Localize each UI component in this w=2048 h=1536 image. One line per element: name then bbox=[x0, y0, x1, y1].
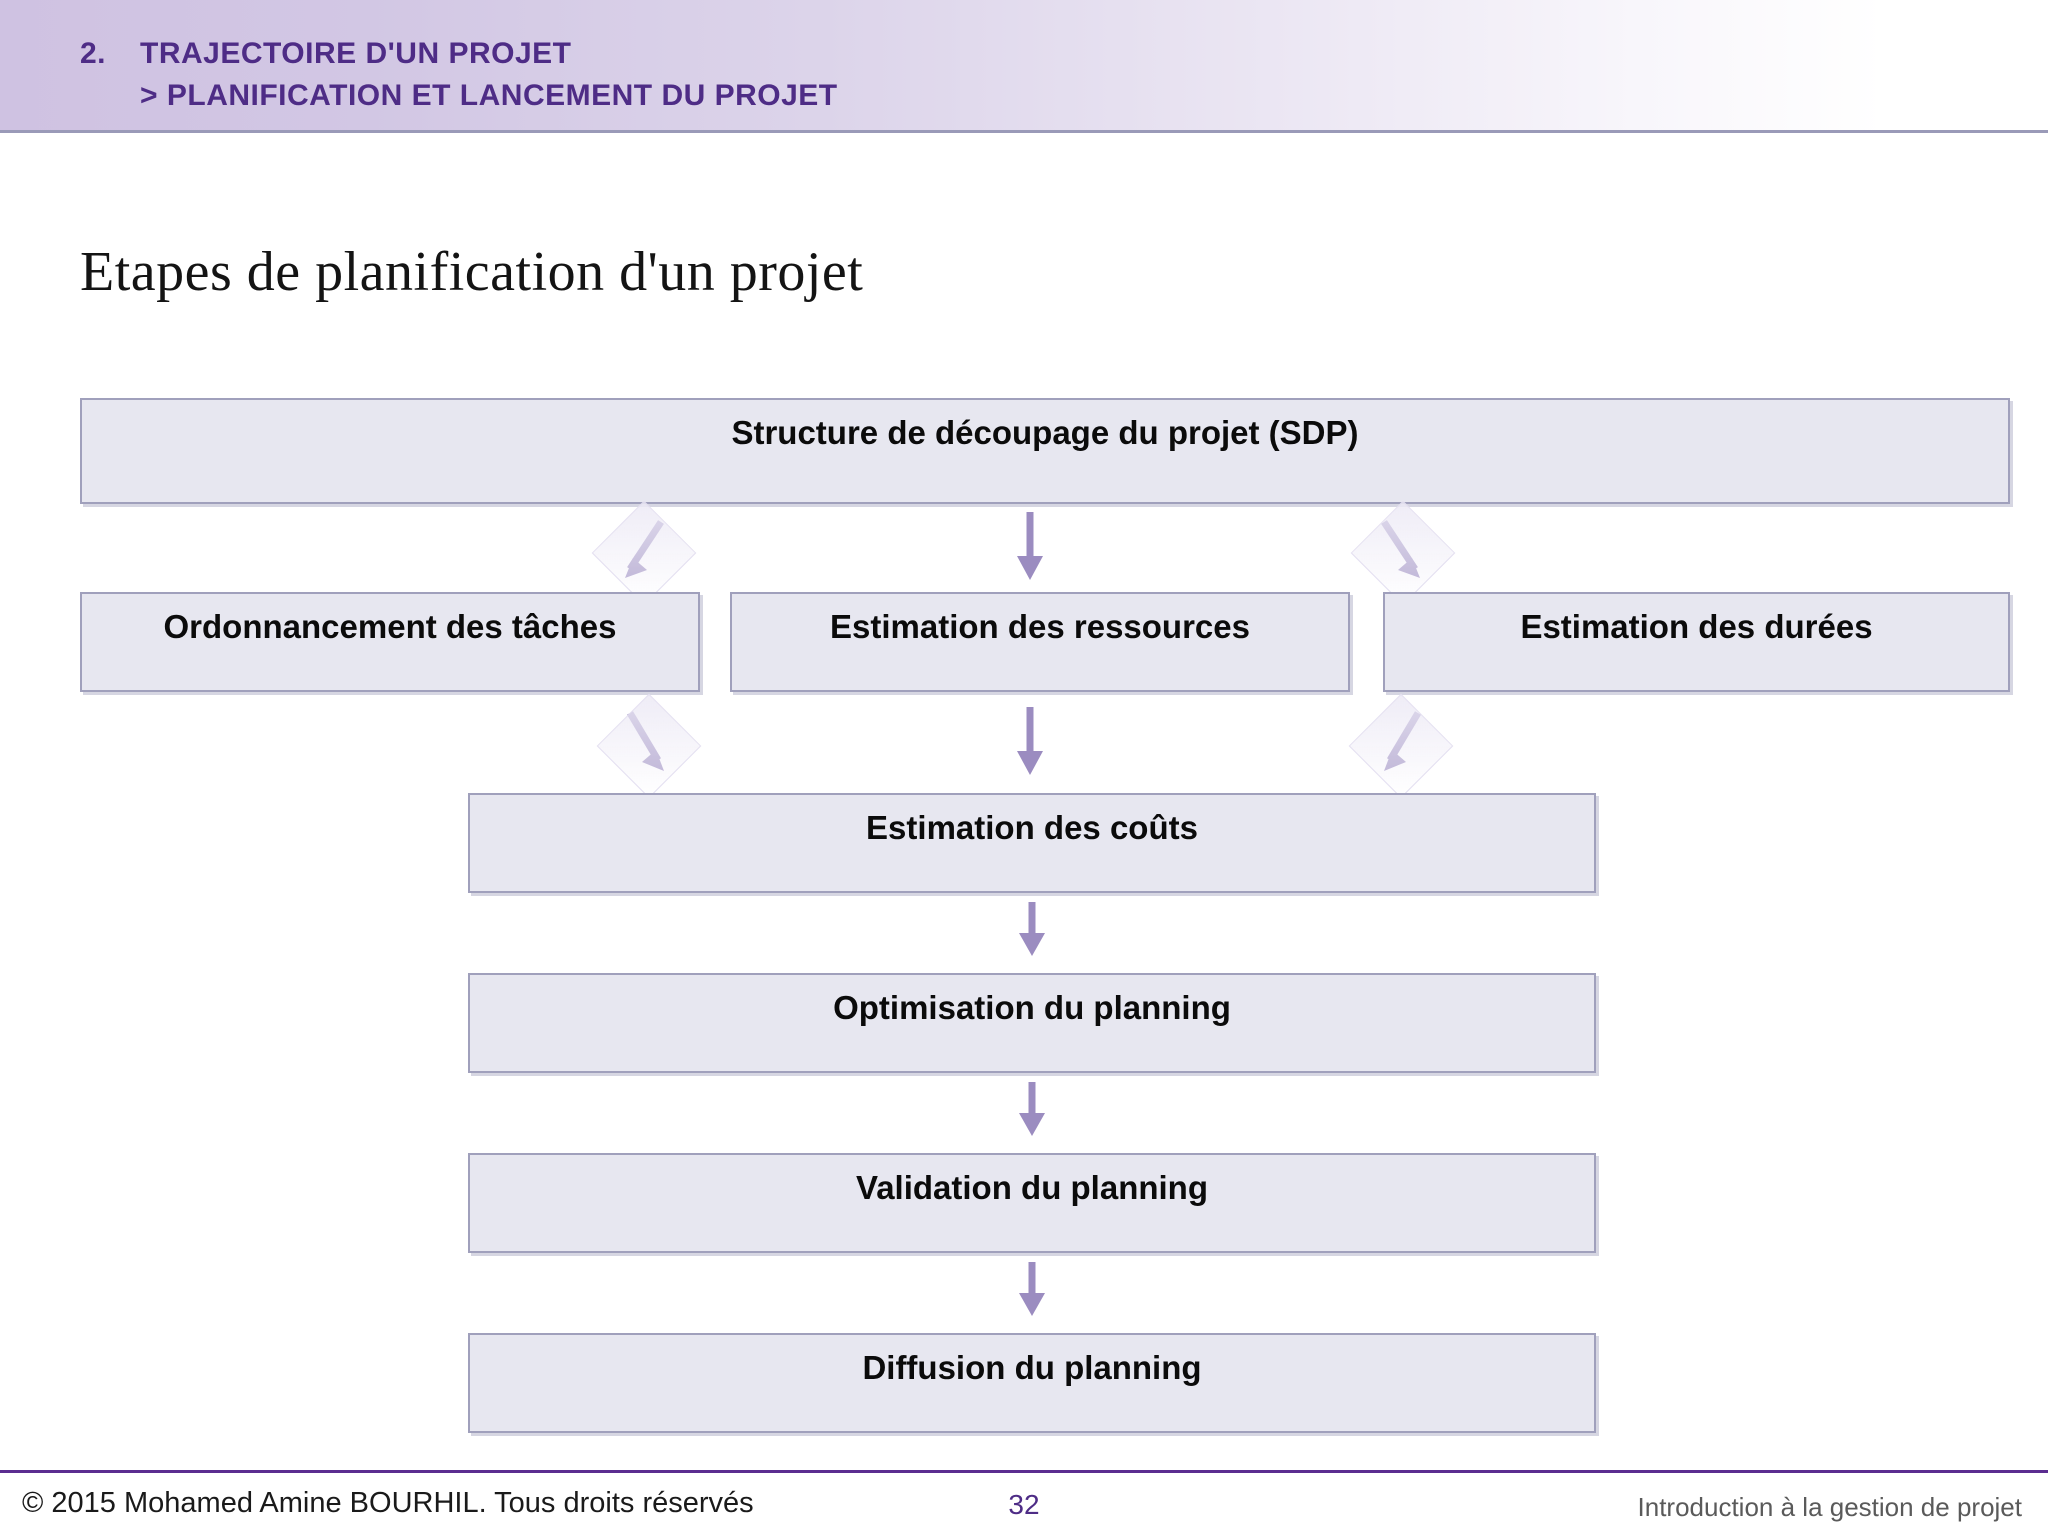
flow-box-durees-label: Estimation des durées bbox=[1520, 608, 1873, 645]
flow-box-optimisation-label: Optimisation du planning bbox=[833, 989, 1231, 1026]
flow-box-ressources[interactable]: Estimation des ressources bbox=[730, 592, 1350, 692]
arrow-ghost-decoration bbox=[596, 693, 702, 799]
header-section-title: TRAJECTOIRE D'UN PROJET bbox=[140, 37, 572, 70]
arrowhead bbox=[1019, 1113, 1045, 1136]
arrow-optimisation-to-validation bbox=[1002, 1080, 1062, 1160]
header-subsection-title: > PLANIFICATION ET LANCEMENT DU PROJET bbox=[140, 79, 838, 112]
arrow-sdp-to-ordonnancement bbox=[591, 500, 697, 606]
flow-box-validation[interactable]: Validation du planning bbox=[468, 1153, 1596, 1253]
flow-box-ordonnancement-label: Ordonnancement des tâches bbox=[163, 608, 617, 645]
flow-box-validation-label: Validation du planning bbox=[856, 1169, 1208, 1206]
arrowhead bbox=[1017, 556, 1043, 580]
arrowhead bbox=[1019, 933, 1045, 956]
page-title: Etapes de planification d'un projet bbox=[80, 241, 864, 303]
flow-box-couts-label: Estimation des coûts bbox=[866, 809, 1198, 846]
footer-subject: Introduction à la gestion de projet bbox=[1637, 1492, 2022, 1522]
arrow-ghost-decoration bbox=[1350, 500, 1456, 606]
flow-box-sdp-label: Structure de découpage du projet (SDP) bbox=[731, 414, 1359, 451]
arrow-sdp-to-ressources bbox=[1000, 508, 1060, 588]
arrow-down-icon bbox=[1019, 1262, 1045, 1316]
arrow-down-icon bbox=[1017, 512, 1043, 580]
arrow-couts-to-optimisation bbox=[1002, 900, 1062, 980]
arrow-sdp-to-durees bbox=[1350, 500, 1456, 606]
header-divider bbox=[0, 130, 2048, 133]
flow-box-couts[interactable]: Estimation des coûts bbox=[468, 793, 1596, 893]
flow-box-diffusion-label: Diffusion du planning bbox=[862, 1349, 1202, 1386]
flow-box-ordonnancement[interactable]: Ordonnancement des tâches bbox=[80, 592, 700, 692]
footer-copyright: © 2015 Mohamed Amine BOURHIL. Tous droit… bbox=[22, 1487, 754, 1519]
arrow-down-icon bbox=[1019, 902, 1045, 956]
flow-box-ressources-label: Estimation des ressources bbox=[829, 608, 1250, 645]
arrow-ordonnancement-to-couts bbox=[596, 693, 702, 799]
footer-page-number: 32 bbox=[1008, 1489, 1040, 1520]
arrow-durees-to-couts bbox=[1348, 693, 1454, 799]
arrow-down-icon bbox=[1017, 707, 1043, 775]
header-section-number: 2. bbox=[80, 37, 107, 70]
arrow-down-icon bbox=[1019, 1082, 1045, 1136]
header-band bbox=[0, 0, 2048, 130]
arrowhead bbox=[1019, 1293, 1045, 1316]
arrow-ghost-decoration bbox=[591, 500, 697, 606]
arrow-ghost-decoration bbox=[1348, 693, 1454, 799]
arrowhead bbox=[1017, 751, 1043, 775]
flow-box-optimisation[interactable]: Optimisation du planning bbox=[468, 973, 1596, 1073]
arrow-ressources-to-couts bbox=[1000, 703, 1060, 783]
flow-box-durees[interactable]: Estimation des durées bbox=[1383, 592, 2010, 692]
footer-divider bbox=[0, 1470, 2048, 1473]
arrow-validation-to-diffusion bbox=[1002, 1260, 1062, 1340]
flow-box-sdp[interactable]: Structure de découpage du projet (SDP) bbox=[80, 398, 2010, 504]
flow-box-diffusion[interactable]: Diffusion du planning bbox=[468, 1333, 1596, 1433]
